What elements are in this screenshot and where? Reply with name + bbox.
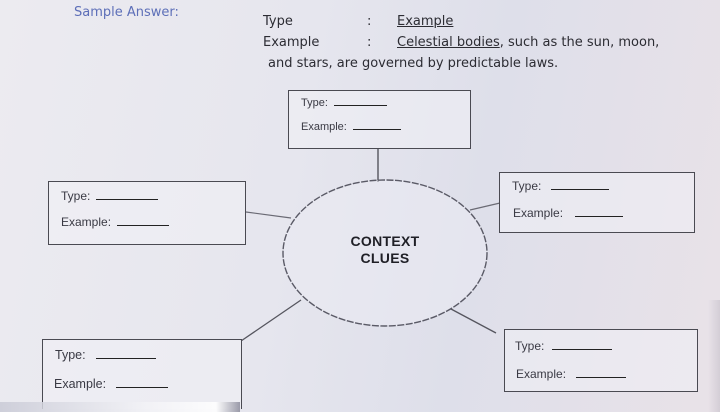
type-label: Type: — [301, 97, 328, 109]
type-key: Type — [263, 14, 293, 29]
example-label: Example: — [301, 121, 347, 133]
type-label: Type: — [61, 189, 91, 203]
example-blank — [117, 225, 170, 226]
bottom-left-type-field: Type: — [55, 348, 156, 362]
type-blank — [96, 199, 159, 200]
right-shadow — [708, 300, 720, 412]
bottom-right-type-field: Type: — [515, 339, 613, 353]
left-box: Type: Example: — [48, 181, 246, 245]
type-value: Example — [397, 14, 454, 29]
top-type-field: Type: — [301, 97, 387, 109]
bottom-right-example-field: Example: — [516, 367, 627, 381]
center-line-1: CONTEXT — [350, 233, 420, 249]
center-line-2: CLUES — [360, 250, 410, 266]
right-example-field: Example: — [513, 206, 624, 220]
bottom-right-box: Type: Example: — [504, 329, 698, 392]
example-key: Example — [263, 35, 320, 50]
example-value-rest: , such as the sun, moon, — [499, 35, 660, 50]
top-example-field: Example: — [301, 121, 401, 133]
left-type-field: Type: — [61, 189, 159, 203]
context-clues-ellipse — [282, 179, 488, 327]
example-label: Example: — [513, 206, 564, 220]
example-continuation: and stars, are governed by predictable l… — [268, 56, 559, 71]
type-label: Type: — [55, 348, 86, 362]
example-label: Example: — [516, 367, 567, 381]
example-blank — [575, 216, 624, 217]
example-blank — [352, 129, 401, 130]
example-value-underlined: Celestial bodies — [397, 35, 500, 50]
bottom-left-box: Type: Example: — [42, 339, 242, 409]
left-example-field: Example: — [61, 215, 170, 229]
right-box: Type: Example: — [499, 172, 695, 233]
top-box: Type: Example: — [288, 90, 471, 149]
example-sep: : — [367, 35, 372, 50]
type-blank — [552, 349, 613, 350]
type-blank — [333, 105, 387, 106]
type-label: Type: — [512, 179, 542, 193]
example-label: Example: — [54, 377, 107, 391]
bottom-left-example-field: Example: — [54, 377, 169, 391]
type-blank — [95, 358, 156, 359]
example-value: Celestial bodies, such as the sun, moon, — [397, 35, 659, 50]
right-type-field: Type: — [512, 179, 610, 193]
type-blank — [551, 189, 610, 190]
type-label: Type: — [515, 339, 545, 353]
type-sep: : — [367, 14, 372, 29]
center-label: CONTEXT CLUES — [300, 233, 470, 267]
sample-answer-label: Sample Answer: — [74, 5, 179, 20]
bottom-edge-overlay — [0, 402, 240, 412]
example-blank — [576, 377, 627, 378]
example-blank — [116, 387, 169, 388]
example-label: Example: — [61, 215, 112, 229]
